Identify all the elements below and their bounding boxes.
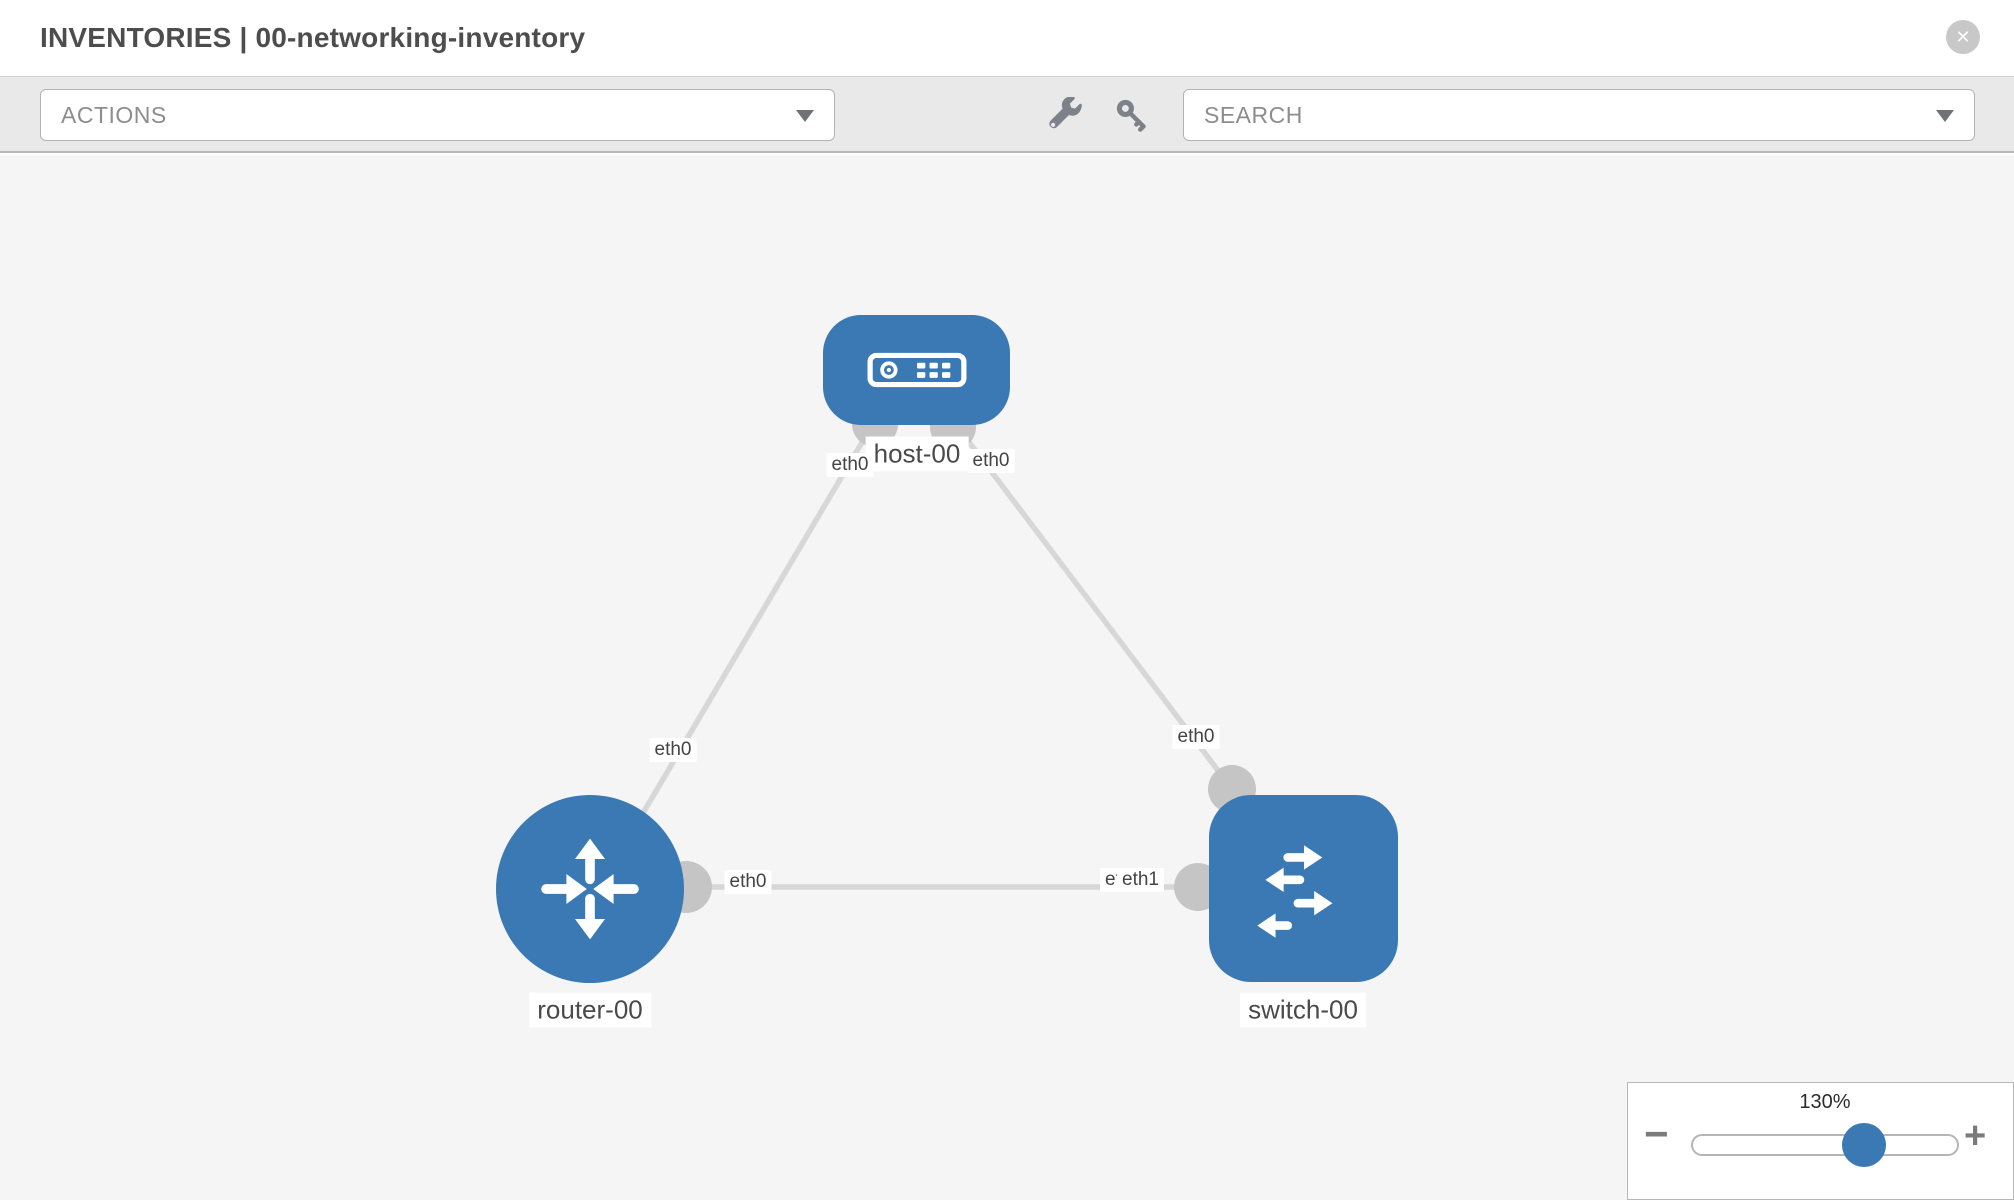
interface-label: eth0 (1172, 725, 1220, 749)
zoom-panel: 130% − + (1627, 1082, 2014, 1200)
search-placeholder: SEARCH (1204, 101, 1303, 128)
key-icon (1116, 99, 1146, 132)
wrench-icon (1049, 96, 1082, 129)
switch-icon (1256, 844, 1332, 938)
zoom-slider-track[interactable] (1691, 1134, 1959, 1156)
node-label-switch: switch-00 (1240, 992, 1366, 1028)
close-icon: ✕ (1955, 27, 1971, 47)
interface-label: eth0 (967, 449, 1015, 473)
node-label-host: host-00 (865, 436, 969, 472)
zoom-in-button[interactable]: + (1964, 1115, 1987, 1157)
key-button[interactable] (1114, 97, 1150, 133)
node-label-router: router-00 (529, 992, 651, 1028)
host-icon (867, 352, 966, 388)
topology-canvas[interactable]: host-00 router-00 switch-00 eth0 eth0 et… (0, 155, 2014, 1200)
interface-label: eth1 (1117, 868, 1164, 892)
zoom-out-button[interactable]: − (1644, 1110, 1669, 1157)
actions-dropdown[interactable]: ACTIONS (40, 89, 835, 141)
toolbar: ACTIONS SEARCH (0, 76, 2014, 153)
header-bar: INVENTORIES | 00-networking-inventory ✕ (0, 0, 2014, 76)
page-title: INVENTORIES | 00-networking-inventory (40, 22, 586, 53)
close-button[interactable]: ✕ (1946, 20, 1980, 54)
zoom-level: 130% (1799, 1091, 1851, 1113)
links-layer (590, 401, 1256, 913)
chevron-down-icon (1936, 110, 1954, 122)
wrench-button[interactable] (1048, 96, 1084, 133)
node-switch-00[interactable] (1209, 795, 1398, 982)
interface-label: eth0 (649, 738, 697, 762)
interface-label: eth0 (724, 870, 772, 894)
router-icon (541, 838, 639, 940)
chevron-down-icon (796, 110, 814, 122)
interface-label: eth0 (826, 453, 874, 477)
search-dropdown[interactable]: SEARCH (1183, 89, 1975, 141)
node-router-00[interactable] (496, 795, 684, 983)
node-host-00[interactable] (823, 315, 1010, 425)
zoom-slider-thumb[interactable] (1842, 1123, 1886, 1167)
actions-dropdown-value: ACTIONS (61, 101, 167, 128)
